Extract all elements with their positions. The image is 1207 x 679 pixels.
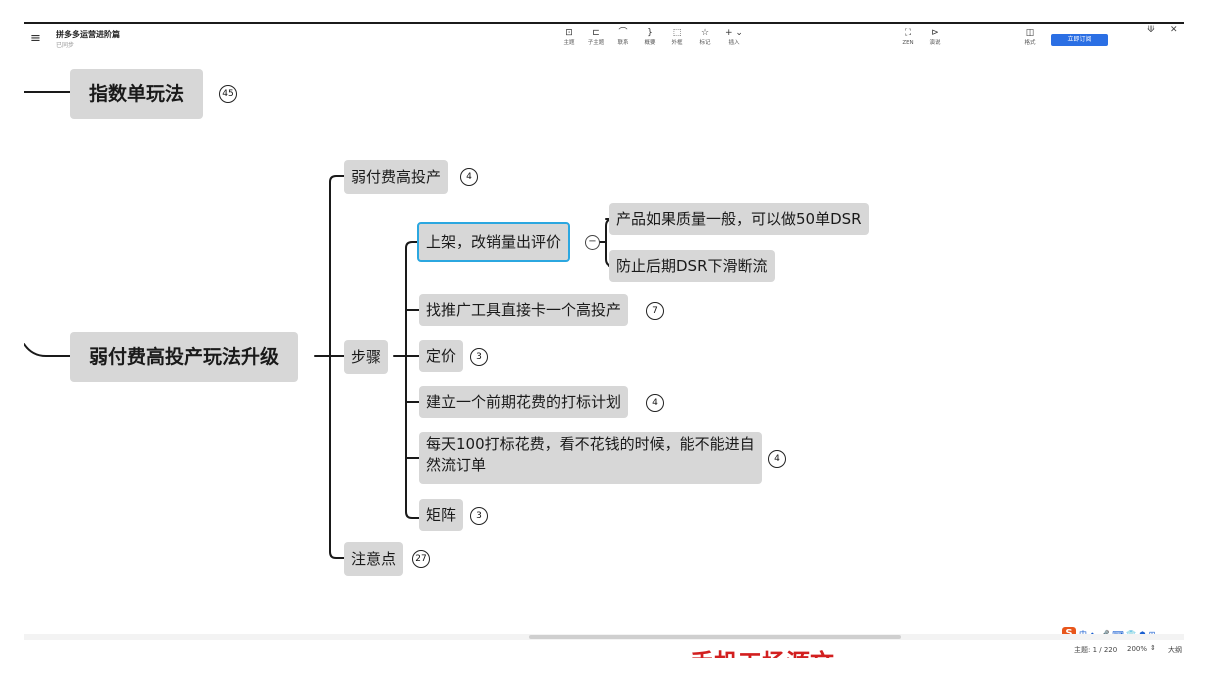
collapsed-count-badge[interactable]: 7	[646, 302, 664, 320]
toolbar-topic-button[interactable]: ⊡ 主题	[555, 28, 583, 48]
node-step-listing[interactable]: 上架，改销量出评价	[417, 222, 571, 262]
title-bar: ≡ 拼多多运营进阶篇 已同步 ⊡ 主题 ⊏ 子主题 ⌒ 联系 } 概要 ⬚ 外框…	[24, 24, 1184, 56]
window-top-margin	[0, 0, 1207, 22]
collapsed-count-badge[interactable]: 3	[470, 348, 488, 366]
toolbar-boundary-button[interactable]: ⬚ 外框	[663, 28, 691, 48]
topic-count: 主题: 1 / 220	[1074, 646, 1118, 654]
node-notes[interactable]: 注意点	[344, 542, 404, 576]
subtopic-icon: ⊏	[592, 28, 600, 38]
format-icon: ◫	[1025, 28, 1035, 38]
connector-lines	[24, 91, 614, 559]
mindmap-canvas[interactable]: 指数单玩法 45 弱付费高投产玩法升级 弱付费高投产 4 步骤 注意点 27 上…	[24, 56, 1184, 641]
node-step-plan[interactable]: 建立一个前期花费的打标计划	[419, 386, 629, 418]
mindmap-app-window: ≡ 拼多多运营进阶篇 已同步 ⊡ 主题 ⊏ 子主题 ⌒ 联系 } 概要 ⬚ 外框…	[24, 22, 1184, 656]
collapsed-count-badge[interactable]: 3	[470, 507, 488, 525]
subscribe-button[interactable]: 立即订阅	[1051, 34, 1108, 46]
insert-icon: + ⌄	[725, 28, 743, 38]
toolbar-summary-button[interactable]: } 概要	[636, 28, 664, 48]
node-sub-dsr50[interactable]: 产品如果质量一般，可以做50单DSR	[609, 203, 869, 235]
collapse-toggle-icon[interactable]: −	[585, 235, 600, 250]
toolbar-insert-button[interactable]: + ⌄ 插入	[720, 28, 748, 48]
node-step-matrix[interactable]: 矩阵	[419, 499, 464, 531]
minimize-icon[interactable]: ⟱	[1147, 25, 1155, 35]
topic-icon: ⊡	[565, 28, 573, 38]
document-title: 拼多多运营进阶篇	[56, 30, 120, 39]
node-upgrade[interactable]: 弱付费高投产玩法升级	[70, 332, 299, 382]
toolbar-sticker-button[interactable]: ☆ 标记	[691, 28, 719, 48]
present-icon: ⊳	[931, 28, 939, 38]
collapsed-count-badge[interactable]: 27	[412, 550, 430, 568]
toolbar-present-button[interactable]: ⊳ 演说	[921, 28, 949, 48]
toolbar-subtopic-button[interactable]: ⊏ 子主题	[582, 28, 610, 48]
close-icon[interactable]: ✕	[1170, 25, 1178, 35]
toolbar-relation-button[interactable]: ⌒ 联系	[609, 28, 637, 48]
horizontal-scrollbar[interactable]	[24, 634, 1184, 640]
scrollbar-thumb[interactable]	[529, 635, 901, 639]
node-steps[interactable]: 步骤	[344, 340, 389, 374]
boundary-icon: ⬚	[672, 28, 682, 38]
video-overlay-caption: 手机工场源文	[690, 646, 834, 658]
toolbar-zen-button[interactable]: ⛶ ZEN	[894, 28, 922, 48]
menu-icon[interactable]: ≡	[30, 31, 41, 46]
status-bar: 主题: 1 / 220 200% ⇕ 大纲	[24, 640, 1184, 656]
sticker-icon: ☆	[700, 28, 710, 38]
outline-toggle[interactable]: 大纲	[1168, 646, 1182, 654]
summary-icon: }	[647, 28, 653, 38]
node-step-pricing[interactable]: 定价	[419, 340, 464, 372]
collapsed-count-badge[interactable]: 4	[646, 394, 664, 412]
node-high-roi[interactable]: 弱付费高投产	[344, 160, 449, 194]
node-sub-dsr-drop[interactable]: 防止后期DSR下滑断流	[609, 250, 775, 282]
zoom-stepper-icon[interactable]: ⇕	[1150, 644, 1156, 652]
collapsed-count-badge[interactable]: 45	[219, 85, 237, 103]
zoom-level[interactable]: 200%	[1127, 645, 1148, 653]
node-step-tool[interactable]: 找推广工具直接卡一个高投产	[419, 294, 629, 326]
relation-icon: ⌒	[618, 28, 628, 38]
collapsed-count-badge[interactable]: 4	[768, 450, 786, 468]
collapsed-count-badge[interactable]: 4	[460, 168, 478, 186]
node-step-daily[interactable]: 每天100打标花费，看不花钱的时候，能不能进自然流订单	[419, 432, 762, 484]
node-index-play[interactable]: 指数单玩法	[70, 69, 204, 119]
sync-status: 已同步	[56, 42, 75, 49]
toolbar-format-button[interactable]: ◫ 格式	[1016, 28, 1044, 48]
zen-icon: ⛶	[904, 28, 912, 38]
